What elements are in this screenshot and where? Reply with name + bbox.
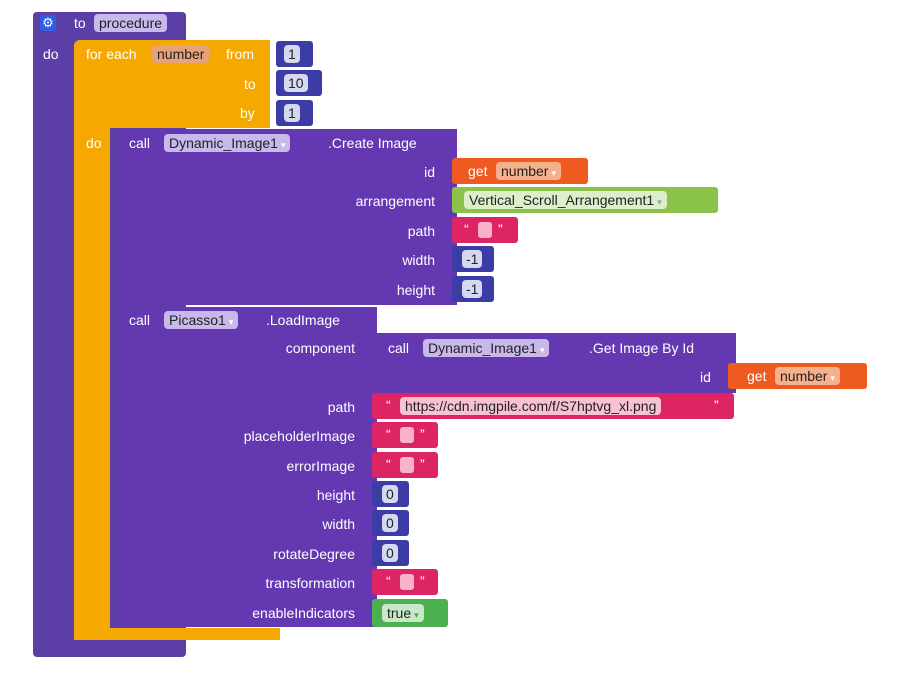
arrangement-component-block[interactable]: Vertical_Scroll_Arrangement1▾ [452, 187, 718, 213]
dropdown-arrow-icon: ▾ [280, 140, 286, 150]
get-image-variable: number [780, 368, 828, 384]
for-each-loop-block[interactable] [74, 40, 110, 640]
quote-open-icon: “ [386, 426, 391, 442]
create-image-call-keyword: call [129, 135, 151, 151]
get-image-variable-dropdown[interactable]: number▾ [775, 367, 840, 385]
get-image-method: .Get Image By Id [589, 340, 695, 356]
procedure-to-keyword: to [74, 15, 86, 31]
get-image-component-name: Dynamic_Image1 [428, 340, 537, 356]
load-image-call-block[interactable] [117, 307, 377, 627]
dropdown-arrow-icon: ▾ [657, 197, 662, 207]
create-image-call-block[interactable] [117, 129, 457, 305]
path-url-field[interactable]: https://cdn.imgpile.com/f/S7hptvg_xl.png [400, 397, 662, 415]
to-number-block[interactable]: 10 [276, 70, 322, 96]
empty-string-field[interactable] [400, 427, 414, 443]
procedure-do-keyword: do [43, 46, 59, 62]
dropdown-arrow-icon: ▾ [539, 345, 545, 355]
param-rotate-label: rotateDegree [273, 546, 355, 562]
create-image-height-block[interactable]: -1 [452, 276, 494, 302]
param-width-label: width [402, 252, 435, 268]
dropdown-arrow-icon: ▾ [830, 373, 835, 383]
get-image-component-dropdown[interactable]: Dynamic_Image1▾ [423, 339, 550, 357]
quote-close-icon: ” [714, 397, 719, 413]
loop-variable-field[interactable]: number [152, 45, 210, 63]
param-transformation-label: transformation [265, 575, 355, 591]
by-number-block[interactable]: 1 [276, 100, 313, 126]
loop-do-label: do [86, 135, 102, 151]
param-error-label: errorImage [286, 458, 355, 474]
param-path-label-2: path [327, 399, 355, 415]
error-string-block[interactable]: “ ” [372, 452, 438, 478]
rotate-degree-block[interactable]: 0 [372, 540, 409, 566]
load-image-header [117, 307, 375, 331]
enable-indicators-value: true [387, 605, 412, 621]
load-image-width-block[interactable]: 0 [372, 510, 409, 536]
id-get-variable-dropdown[interactable]: number▾ [496, 162, 561, 180]
quote-open-icon: “ [386, 573, 391, 589]
empty-string-field[interactable] [400, 574, 414, 590]
quote-close-icon: ” [420, 573, 425, 589]
arrangement-component-name: Vertical_Scroll_Arrangement1 [469, 192, 655, 208]
quote-open-icon: “ [386, 397, 391, 413]
for-each-loop-footer [74, 628, 280, 640]
get-image-id-get-block[interactable]: get number▾ [728, 363, 867, 389]
create-image-width-field[interactable]: -1 [462, 250, 483, 268]
enable-indicators-bool-block[interactable]: true▾ [372, 599, 448, 627]
param-component-label: component [285, 340, 355, 356]
arrangement-component-dropdown[interactable]: Vertical_Scroll_Arrangement1▾ [464, 191, 667, 209]
by-number-field[interactable]: 1 [284, 104, 300, 122]
from-number-block[interactable]: 1 [276, 41, 313, 67]
create-image-height-field[interactable]: -1 [462, 280, 483, 298]
load-image-component-dropdown[interactable]: Picasso1▾ [164, 311, 239, 329]
id-get-block[interactable]: get number▾ [452, 158, 588, 184]
load-image-method: .LoadImage [266, 312, 340, 328]
rotate-degree-field[interactable]: 0 [382, 544, 398, 562]
load-image-height-field[interactable]: 0 [382, 485, 398, 503]
get-image-id-label: id [700, 369, 711, 385]
quote-open-icon: “ [464, 221, 469, 237]
get-image-get-keyword: get [747, 368, 767, 384]
to-number-field[interactable]: 10 [284, 74, 308, 92]
load-image-path-string-block[interactable]: “ https://cdn.imgpile.com/f/S7hptvg_xl.p… [372, 393, 734, 419]
empty-string-field[interactable] [400, 457, 414, 473]
from-label: from [226, 46, 254, 62]
param-id-label: id [424, 164, 435, 180]
create-image-component-name: Dynamic_Image1 [169, 135, 278, 151]
for-each-label: for each [86, 46, 137, 62]
empty-string-field[interactable] [478, 222, 492, 238]
param-placeholder-label: placeholderImage [243, 428, 355, 444]
procedure-name-field[interactable]: procedure [94, 14, 168, 32]
dropdown-arrow-icon: ▾ [551, 168, 556, 178]
id-get-variable: number [501, 163, 549, 179]
by-label: by [240, 105, 255, 121]
create-image-path-string-block[interactable]: “ ” [452, 217, 518, 243]
load-image-width-field[interactable]: 0 [382, 514, 398, 532]
param-width-label-2: width [322, 516, 355, 532]
param-indicators-label: enableIndicators [252, 605, 355, 621]
quote-close-icon: ” [498, 221, 503, 237]
gear-icon[interactable]: ⚙ [40, 15, 56, 31]
param-path-label: path [407, 223, 435, 239]
load-image-component-name: Picasso1 [169, 312, 226, 328]
create-image-component-dropdown[interactable]: Dynamic_Image1▾ [164, 134, 291, 152]
id-get-keyword: get [468, 163, 488, 179]
param-height-label-2: height [316, 487, 355, 503]
placeholder-string-block[interactable]: “ ” [372, 422, 438, 448]
quote-close-icon: ” [420, 456, 425, 472]
transformation-string-block[interactable]: “ ” [372, 569, 438, 595]
dropdown-arrow-icon: ▾ [228, 317, 234, 327]
to-label: to [244, 76, 256, 92]
load-image-call-keyword: call [129, 312, 151, 328]
param-height-label: height [396, 282, 435, 298]
quote-open-icon: “ [386, 456, 391, 472]
dropdown-arrow-icon: ▾ [414, 610, 419, 620]
get-image-call-keyword: call [388, 340, 410, 356]
create-image-width-block[interactable]: -1 [452, 246, 494, 272]
param-arrangement-label: arrangement [355, 193, 435, 209]
load-image-height-block[interactable]: 0 [372, 481, 409, 507]
from-number-field[interactable]: 1 [284, 45, 300, 63]
enable-indicators-dropdown[interactable]: true▾ [382, 604, 424, 622]
create-image-method: .Create Image [328, 135, 417, 151]
quote-close-icon: ” [420, 426, 425, 442]
